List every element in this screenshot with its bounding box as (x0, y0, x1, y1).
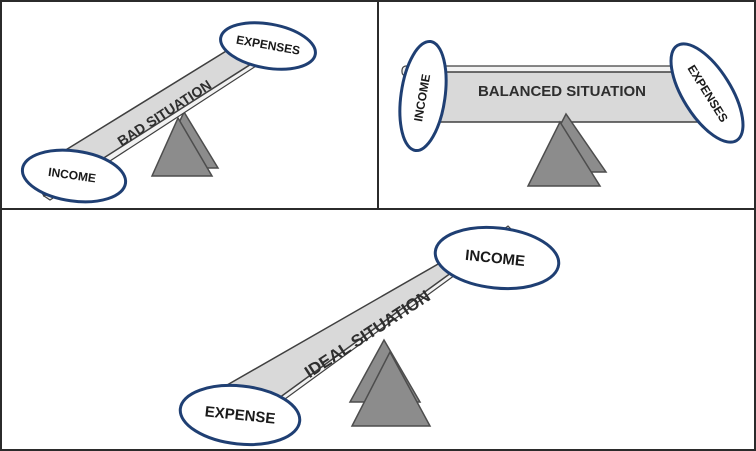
income-oval (20, 148, 128, 204)
income-label: INCOME (47, 165, 96, 186)
expenses-oval (219, 21, 317, 71)
balanced-situation-label: BALANCED SITUATION (478, 83, 646, 100)
ideal-situation-panel: IDEAL SITUATION INCOME EXPENSE (178, 225, 561, 447)
expense-oval (178, 383, 302, 447)
fulcrum (350, 350, 432, 427)
income-oval (398, 39, 448, 153)
income-label: INCOME (464, 247, 525, 270)
expenses-oval (669, 42, 745, 144)
fulcrum (150, 116, 214, 177)
balanced-situation-panel: BALANCED SITUATION INCOME EXPENSES (398, 39, 745, 187)
fulcrum (526, 120, 602, 187)
income-oval (433, 225, 561, 291)
seesaw-beam (409, 71, 713, 123)
bad-situation-panel: BAD SITUATION EXPENSES INCOME (20, 21, 317, 204)
